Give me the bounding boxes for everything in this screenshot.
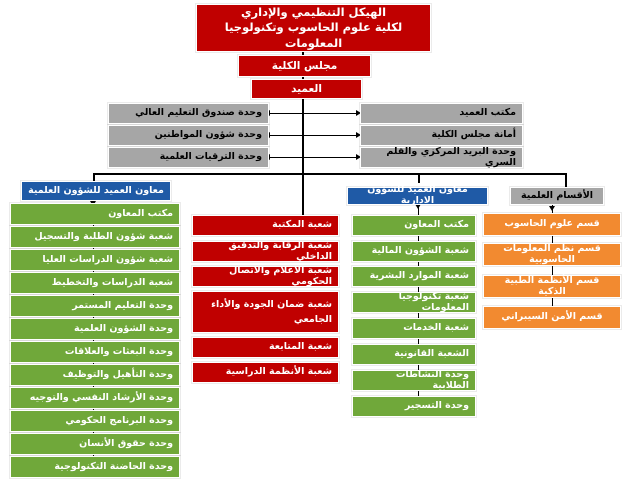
scientific-affairs-item-label: وحدة الشؤون العلمية	[74, 322, 173, 334]
scientific-department-label: قسم نظم المعلومات الحاسوبية	[503, 242, 601, 265]
scientific-affairs-item-label: شعبة الدراسات والتخطيط	[51, 276, 173, 288]
admin-affairs-item: شعبة الشؤون المالية	[352, 241, 476, 262]
scientific-affairs-item: وحدة حقوق الأنسان	[10, 433, 180, 455]
branch-drop-admin	[418, 173, 420, 183]
dean-direct-section: شعبة المتابعة	[192, 337, 339, 358]
dean-direct-section-label: شعبة ضمان الجودة والأداء الجامعي	[211, 298, 332, 325]
dean-left-unit: وحدة شؤون المواطنين	[108, 125, 269, 146]
dean-right-unit-label: مكتب العميد	[459, 107, 516, 119]
admin-affairs-item-label: وحدة التسجير	[404, 400, 469, 412]
title-line-2: لكلية علوم الحاسوب وتكنولوجيا المعلومات	[224, 20, 403, 50]
chart-title: الهيكل التنظيمي والإداري لكلية علوم الحا…	[196, 4, 431, 52]
dean-direct-section-label: شعبة المتابعة	[269, 341, 332, 353]
scientific-affairs-item: وحدة التأهيل والتوظيف	[10, 364, 180, 386]
branch-drop-depts	[565, 173, 567, 187]
scientific-departments-head: الأقسام العلمية	[510, 187, 604, 205]
admin-affairs-item-label: شعبة الموارد البشرية	[369, 270, 469, 282]
connector-row1	[269, 113, 358, 114]
scientific-affairs-item: مكتب المعاون	[10, 203, 180, 225]
connector-row3	[269, 157, 358, 158]
scientific-department: قسم الأنظمة الطبية الذكية	[483, 275, 621, 298]
scientific-affairs-item: وحدة البرنامج الحكومي	[10, 410, 180, 432]
admin-affairs-head: معاون العميد للشؤون الادارية	[347, 184, 488, 206]
scientific-affairs-item: شعبة شؤون الطلبة والتسجيل	[10, 226, 180, 248]
college-council-box: مجلس الكلية	[238, 55, 371, 77]
dean-left-unit-label: وحدة الترقيات العلمية	[159, 151, 262, 163]
arrow-right-row3	[356, 154, 361, 160]
scientific-affairs-item-label: وحدة حقوق الأنسان	[79, 437, 173, 449]
dean-box: العميد	[251, 79, 362, 99]
dean-direct-section: شعبة الرقابة والتدقيق الداخلي	[192, 239, 339, 262]
branch-drop-scientific	[93, 173, 95, 183]
scientific-affairs-item: وحدة التعليم المستمر	[10, 295, 180, 317]
scientific-department-label: قسم الأمن السيبراني	[501, 311, 603, 323]
dean-left-unit-label: وحدة شؤون المواطنين	[154, 129, 262, 141]
dean-direct-section: شعبة الاعلام والاتصال الحكومي	[192, 264, 339, 287]
admin-column-arrow	[415, 204, 421, 209]
admin-affairs-item: شعبة الخدمات	[352, 318, 476, 339]
dean-direct-section: شعبة ضمان الجودة والأداء الجامعي	[192, 291, 339, 333]
admin-affairs-item-label: وحدة النشاطات الطلابية	[395, 368, 469, 391]
dean-direct-section: شعبة الأنظمة الدراسية	[192, 362, 339, 383]
dean-right-unit-label: وحدة البريد المركزي والقلم السري	[386, 145, 516, 168]
dean-direct-section-label: شعبة المكتبة	[272, 219, 332, 231]
scientific-affairs-item-label: مكتب المعاون	[108, 207, 173, 219]
scientific-affairs-head: معاون العميد للشؤون العلمية	[21, 181, 171, 201]
dean-vertical-trunk	[302, 77, 304, 175]
scientific-department-label: قسم علوم الحاسوب	[504, 218, 600, 230]
scientific-department: قسم الأمن السيبراني	[483, 306, 621, 329]
scientific-affairs-item-label: وحدة الحاضنة التكنولوجية	[54, 460, 173, 472]
scientific-affairs-item: شعبة شؤون الدراسات العليا	[10, 249, 180, 271]
college-council-label: مجلس الكلية	[271, 59, 338, 72]
dean-direct-section-label: شعبة الاعلام والاتصال الحكومي	[229, 264, 332, 287]
admin-affairs-item: شعبة الموارد البشرية	[352, 266, 476, 287]
dean-right-unit: مكتب العميد	[360, 103, 523, 124]
admin-affairs-item: مكتب المعاون	[352, 215, 476, 236]
scientific-affairs-item-label: شعبة شؤون الطلبة والتسجيل	[34, 230, 173, 242]
admin-affairs-item-label: شعبة الخدمات	[403, 322, 469, 334]
scientific-affairs-item-label: وحدة التعليم المستمر	[72, 299, 173, 311]
scientific-affairs-item: شعبة الدراسات والتخطيط	[10, 272, 180, 294]
dean-label: العميد	[291, 82, 322, 95]
branch-drop-direct	[302, 173, 304, 215]
dean-left-unit: وحدة الترقيات العلمية	[108, 147, 269, 168]
admin-affairs-item: وحدة التسجير	[352, 396, 476, 417]
arrow-right-row1	[356, 110, 361, 116]
scientific-department: قسم علوم الحاسوب	[483, 213, 621, 236]
admin-affairs-head-label: معاون العميد للشؤون الادارية	[367, 184, 468, 206]
scientific-affairs-item: وحدة الشؤون العلمية	[10, 318, 180, 340]
admin-affairs-item-label: مكتب المعاون	[404, 219, 469, 231]
scientific-affairs-item-label: شعبة شؤون الدراسات العليا	[42, 253, 173, 265]
admin-affairs-item-label: الشعبة القانونية	[394, 348, 469, 360]
dean-right-unit: أمانة مجلس الكلية	[360, 125, 523, 146]
admin-affairs-item: شعبة تكنولوجيا المعلومات	[352, 290, 476, 313]
scientific-affairs-item-label: وحدة الأرشاد النفسي والتوجيه	[29, 391, 173, 403]
scientific-affairs-head-label: معاون العميد للشؤون العلمية	[28, 184, 164, 196]
dean-right-unit-label: أمانة مجلس الكلية	[431, 129, 516, 141]
scientific-affairs-item-label: وحدة البعثات والعلاقات	[64, 345, 173, 357]
scientific-affairs-item: وحدة الحاضنة التكنولوجية	[10, 456, 180, 478]
arrow-right-row2	[356, 132, 361, 138]
dean-direct-section-label: شعبة الرقابة والتدقيق الداخلي	[228, 239, 332, 262]
admin-affairs-item: الشعبة القانونية	[352, 344, 476, 365]
dean-left-unit-label: وحدة صندوق التعليم العالي	[135, 107, 262, 119]
scientific-department-label: قسم الأنظمة الطبية الذكية	[504, 274, 600, 297]
admin-affairs-item-label: شعبة تكنولوجيا المعلومات	[398, 290, 469, 313]
depts-column-arrow	[549, 206, 555, 211]
dean-direct-section-label: شعبة الأنظمة الدراسية	[225, 366, 332, 378]
title-line-1: الهيكل التنظيمي والإداري	[240, 4, 387, 19]
dean-left-unit: وحدة صندوق التعليم العالي	[108, 103, 269, 124]
dean-right-unit: وحدة البريد المركزي والقلم السري	[360, 145, 523, 168]
scientific-department: قسم نظم المعلومات الحاسوبية	[483, 243, 621, 266]
scientific-affairs-item-label: وحدة التأهيل والتوظيف	[62, 368, 173, 380]
admin-affairs-item-label: شعبة الشؤون المالية	[371, 245, 469, 257]
dean-direct-section: شعبة المكتبة	[192, 215, 339, 236]
scientific-affairs-item: وحدة البعثات والعلاقات	[10, 341, 180, 363]
connector-row2	[269, 135, 358, 136]
admin-affairs-item: وحدة النشاطات الطلابية	[352, 368, 476, 391]
scientific-departments-head-label: الأقسام العلمية	[520, 189, 594, 201]
scientific-affairs-item: وحدة الأرشاد النفسي والتوجيه	[10, 387, 180, 409]
scientific-affairs-item-label: وحدة البرنامج الحكومي	[65, 414, 173, 426]
branch-horizontal	[93, 173, 567, 175]
